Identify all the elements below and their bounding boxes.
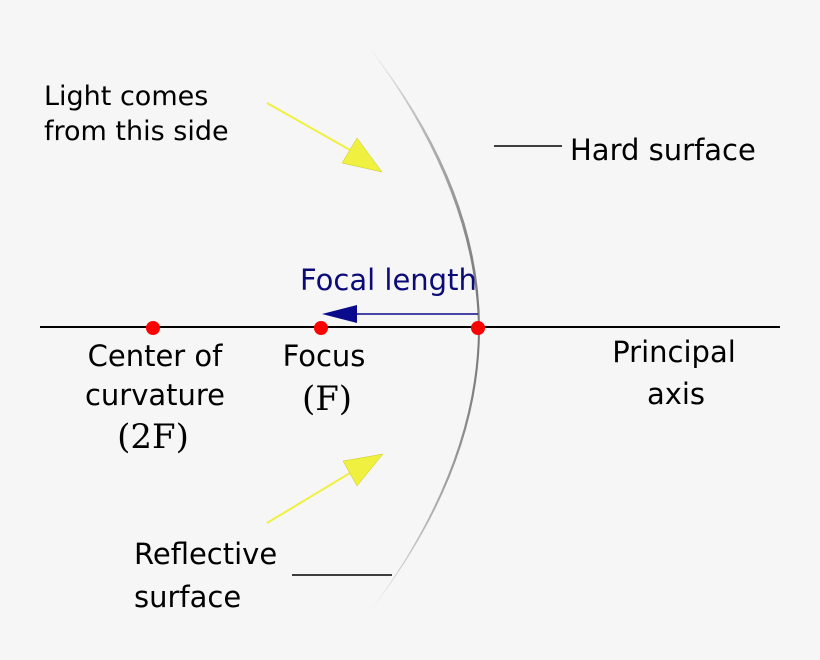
- incoming-light-arrow-top: [266, 102, 383, 173]
- focus-point-icon: [314, 321, 328, 335]
- reflective-surface-label-line2: surface: [134, 580, 241, 614]
- principal-axis-label-line2: axis: [647, 377, 705, 411]
- focal-length-arrowhead-icon: [322, 305, 357, 323]
- arrow-icon: [266, 102, 351, 151]
- focus-label: Focus: [283, 339, 366, 373]
- focal-length-arrow: [322, 305, 478, 323]
- center-of-curvature-label-line2: curvature: [85, 378, 225, 412]
- reflective-surface-label-line1: Reflective: [134, 537, 277, 571]
- focal-length-label: Focal length: [300, 263, 477, 297]
- center-of-curvature-label-line1: Center of: [88, 339, 224, 373]
- center-of-curvature-point-icon: [146, 321, 160, 335]
- hard-surface-label: Hard surface: [570, 133, 756, 167]
- concave-mirror-body: [365, 42, 480, 618]
- focus-symbol: (F): [302, 379, 352, 419]
- light-source-label-line1: Light comes: [44, 81, 208, 112]
- arrow-head-icon: [341, 137, 383, 173]
- arrow-head-icon: [342, 453, 384, 487]
- pole-point-icon: [471, 321, 485, 335]
- light-source-label-line2: from this side: [44, 116, 229, 147]
- arrow-icon: [266, 472, 351, 524]
- incoming-light-arrow-bottom: [266, 453, 384, 524]
- center-of-curvature-symbol: (2F): [117, 417, 189, 457]
- principal-axis-label-line1: Principal: [612, 335, 736, 369]
